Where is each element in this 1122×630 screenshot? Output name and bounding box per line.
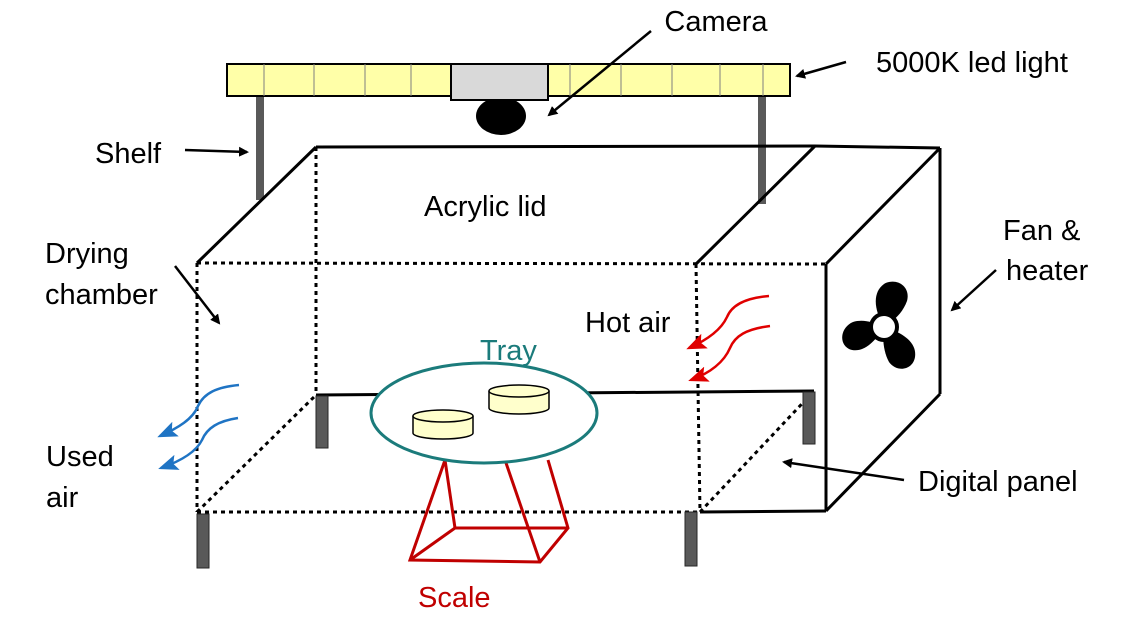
drying-chamber-label-line2: chamber	[45, 279, 158, 311]
sample-dish	[488, 384, 550, 415]
tray-label: Tray	[480, 335, 537, 367]
used-air-label-line1: Used	[46, 441, 114, 473]
led-light-label: 5000K led light	[876, 47, 1068, 79]
chamber-leg	[315, 395, 329, 449]
tray	[369, 361, 599, 465]
fan-heater-label-line2: heater	[1006, 255, 1089, 287]
chamber-leg	[196, 513, 210, 569]
fan-heater-label-line1: Fan &	[1003, 215, 1080, 247]
sample-dish	[412, 409, 474, 440]
fan-heater-box	[694, 144, 942, 514]
chamber-leg	[802, 391, 816, 445]
shelf-leg-right	[758, 96, 766, 204]
drying-chamber-label-line1: Drying	[45, 238, 129, 270]
used-air-label-line2: air	[46, 482, 79, 514]
hot-air-arrows	[686, 294, 771, 382]
shelf-label: Shelf	[95, 138, 162, 170]
fan-icon	[842, 281, 916, 369]
camera-icon	[450, 63, 549, 135]
hot-air-label: Hot air	[585, 307, 671, 339]
scale-label: Scale	[418, 582, 491, 614]
scale-stand	[407, 459, 570, 564]
used-air-arrows	[157, 383, 240, 470]
camera-label: Camera	[664, 6, 768, 38]
acrylic-lid-label: Acrylic lid	[424, 191, 546, 223]
pointer-arrows	[174, 30, 997, 482]
drying-chamber-outline	[195, 147, 827, 514]
shelf-leg-left	[256, 96, 264, 200]
digital-panel-label: Digital panel	[918, 466, 1078, 498]
chamber-leg	[684, 511, 698, 567]
